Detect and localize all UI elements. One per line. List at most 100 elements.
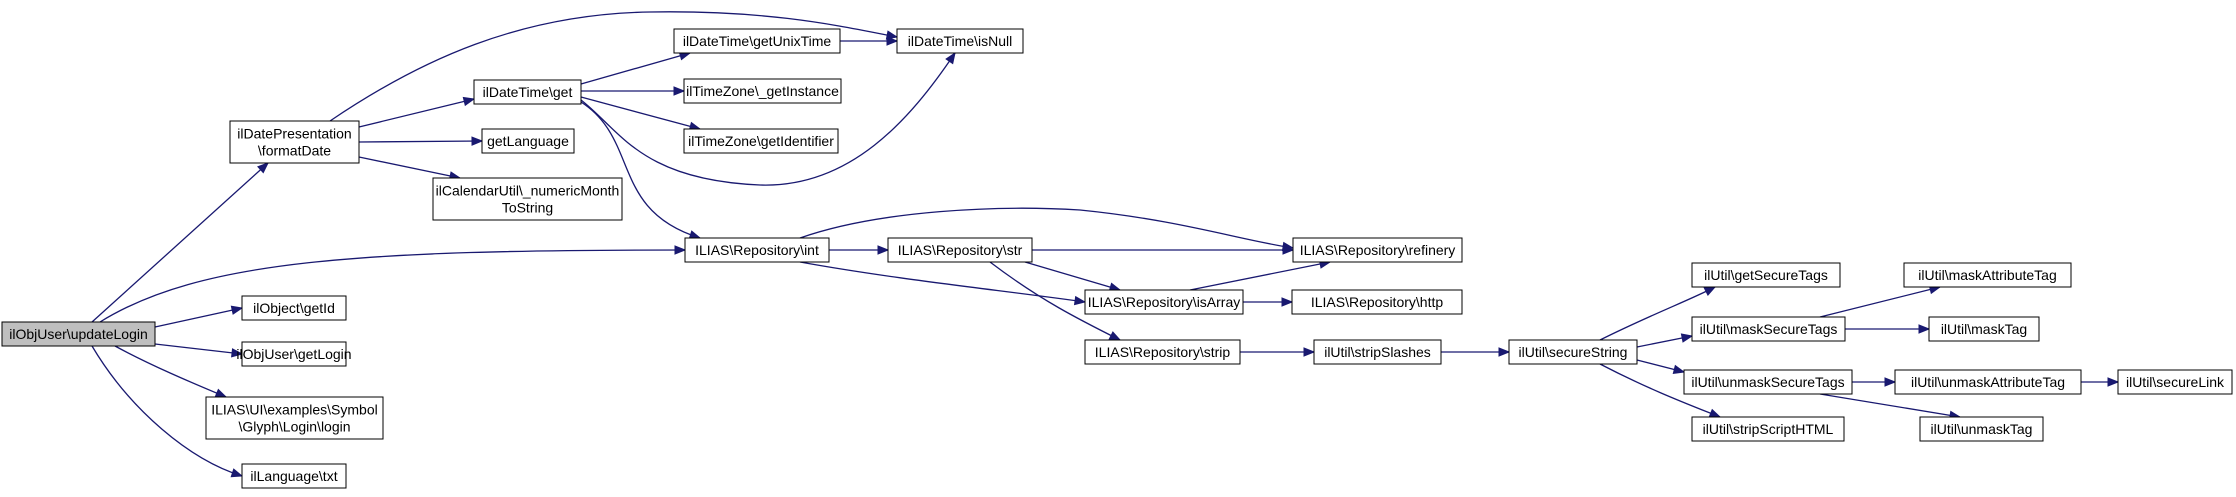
node-box [481,128,575,154]
node-label: ilTimeZone\getIdentifier [688,133,834,149]
node-label: ilDatePresentation [237,126,351,142]
node-label: ilObjUser\updateLogin [9,326,148,342]
node-dt-get[interactable]: ilDateTime\get [473,79,582,105]
arrowhead-icon [1708,408,1722,418]
edge-line [91,345,243,477]
node-glyph-login[interactable]: ILIAS\UI\examples\Symbol\Glyph\Login\log… [205,396,384,440]
node-repo-http[interactable]: ILIAS\Repository\http [1291,289,1463,315]
node-tz-get-identifier[interactable]: ilTimeZone\getIdentifier [683,128,839,154]
node-label: ilUtil\maskTag [1941,321,2027,337]
edge-update-login-to-format-date [91,162,269,323]
node-label: getLanguage [487,133,569,149]
arrowhead-icon [674,245,687,255]
edge-line [358,140,483,143]
node-box [241,463,347,489]
node-box [241,295,347,321]
node-label: ILIAS\Repository\str [898,242,1023,258]
node-box [1903,262,2072,288]
node-txt[interactable]: ilLanguage\txt [241,463,347,489]
node-secure-link[interactable]: ilUtil\secureLink [2117,369,2233,395]
node-box [1313,339,1442,365]
edge-line [799,207,1294,249]
edge-repo-str-to-is-array [1024,261,1122,292]
arrowhead-icon [877,245,890,255]
arrowhead-icon [230,305,244,315]
edge-repo-int-to-repo-str [829,245,890,255]
edge-is-array-to-refinery [1189,259,1332,291]
node-get-secure-tags[interactable]: ilUtil\getSecureTags [1691,262,1841,288]
node-unmask-attribute-tag[interactable]: ilUtil\unmaskAttributeTag [1894,369,2082,395]
node-secure-string[interactable]: ilUtil\secureString [1508,339,1638,365]
node-label: ilLanguage\txt [250,468,337,484]
edge-repo-str-to-refinery [1032,245,1295,255]
edge-secure-string-to-unmask-secure-tags [1636,359,1686,374]
edge-dt-get-to-tz-get-instance [581,86,686,96]
edge-unmask-attribute-tag-to-secure-link [2081,377,2120,387]
node-format-date[interactable]: ilDatePresentation\formatDate [229,120,360,164]
node-box [1508,339,1638,365]
node-get-language[interactable]: getLanguage [481,128,575,154]
node-get-id[interactable]: ilObject\getId [241,295,347,321]
node-mask-tag[interactable]: ilUtil\maskTag [1928,316,2040,342]
edge-line [1599,363,1721,418]
edge-dt-get-to-get-unix-time [580,51,692,85]
arrowhead-icon [257,162,269,174]
node-box [1691,416,1845,442]
arrowhead-icon [214,388,228,398]
node-get-login[interactable]: ilObjUser\getLogin [236,341,352,367]
node-box [1084,339,1241,365]
edge-repo-strip-to-strip-slashes [1240,347,1316,357]
arrowhead-icon [1703,286,1717,296]
node-tz-get-instance[interactable]: ilTimeZone\_getInstance [683,78,842,104]
node-mask-attribute-tag[interactable]: ilUtil\maskAttributeTag [1903,262,2072,288]
node-box [683,78,842,104]
edge-line [580,101,701,239]
node-label: ilUtil\maskAttributeTag [1918,267,2057,283]
node-unmask-secure-tags[interactable]: ilUtil\unmaskSecureTags [1683,369,1853,395]
node-refinery[interactable]: ILIAS\Repository\refinery [1292,237,1463,263]
node-box [1683,369,1853,395]
node-strip-slashes[interactable]: ilUtil\stripSlashes [1313,339,1442,365]
node-label: ilDateTime\get [483,84,573,100]
edge-repo-str-to-repo-strip [989,261,1122,341]
edge-update-login-to-get-id [154,305,244,328]
node-get-unix-time[interactable]: ilDateTime\getUnixTime [673,28,841,54]
node-label: ilUtil\stripSlashes [1324,344,1431,360]
node-label: ilUtil\unmaskTag [1931,421,2033,437]
node-repo-strip[interactable]: ILIAS\Repository\strip [1084,339,1241,365]
node-label: ilCalendarUtil\_numericMonth [436,183,620,199]
node-box [1919,416,2044,442]
node-unmask-tag[interactable]: ilUtil\unmaskTag [1919,416,2044,442]
edge-strip-slashes-to-secure-string [1441,347,1511,357]
nodes-layer: ilObjUser\updateLogin ilDatePresentation\… [1,28,2233,489]
node-box [896,28,1024,54]
node-label: ILIAS\UI\examples\Symbol [211,402,378,418]
arrowhead-icon [462,96,476,107]
node-update-login[interactable]: ilObjUser\updateLogin [1,321,156,347]
node-mask-secure-tags[interactable]: ilUtil\maskSecureTags [1691,316,1846,342]
node-box [432,177,623,221]
edge-repo-int-to-refinery [799,207,1295,252]
node-box [205,396,384,440]
arrowhead-icon [886,36,899,46]
edge-update-login-to-glyph-login [114,345,228,398]
arrowhead-icon [230,468,244,478]
node-is-array[interactable]: ILIAS\Repository\isArray [1084,289,1244,315]
arrowhead-icon [1884,377,1897,387]
node-repo-int[interactable]: ILIAS\Repository\int [684,237,830,263]
arrowhead-icon [673,86,686,96]
edge-line [91,162,269,323]
node-strip-script-html[interactable]: ilUtil\stripScriptHTML [1691,416,1845,442]
node-label: ilUtil\secureLink [2126,374,2225,390]
edge-unmask-secure-tags-to-unmask-tag [1819,393,1962,420]
arrowhead-icon [1918,324,1931,334]
node-repo-str[interactable]: ILIAS\Repository\str [887,237,1033,263]
edge-line [154,343,243,355]
edge-line [358,98,475,128]
node-is-null[interactable]: ilDateTime\isNull [896,28,1024,54]
edge-line [1024,261,1121,291]
edge-dt-get-to-is-null [580,51,956,186]
edge-update-login-to-get-login [154,343,244,358]
